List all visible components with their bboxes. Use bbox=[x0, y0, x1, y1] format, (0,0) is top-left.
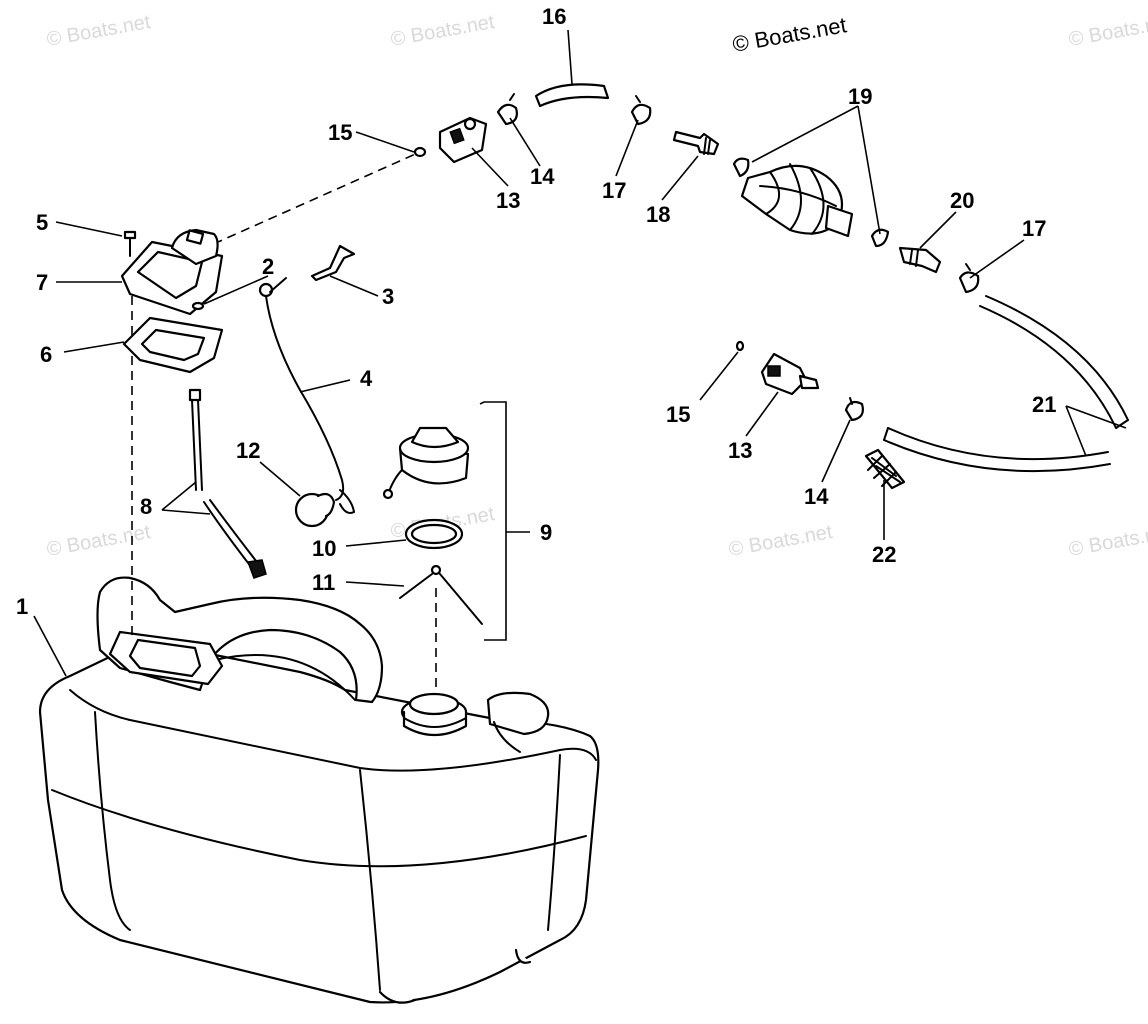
callout-7: 7 bbox=[36, 270, 48, 295]
watermark: © Boats.net bbox=[1067, 521, 1148, 561]
fuel-hose-part bbox=[883, 295, 1129, 473]
callout-14a: 14 bbox=[530, 164, 555, 189]
callout-22: 22 bbox=[872, 542, 896, 567]
callout-1: 1 bbox=[16, 594, 28, 619]
callout-labels: 1 2 3 4 5 6 7 8 9 10 11 12 13 13 14 14 1… bbox=[16, 4, 1056, 619]
callout-4: 4 bbox=[360, 366, 373, 391]
fuel-tank-part bbox=[38, 576, 600, 1004]
cap-gasket-part bbox=[404, 518, 464, 550]
callout-15b: 15 bbox=[666, 402, 690, 427]
clip-part bbox=[310, 244, 356, 282]
callout-9: 9 bbox=[540, 520, 552, 545]
callout-17a: 17 bbox=[602, 178, 626, 203]
callout-18: 18 bbox=[646, 202, 670, 227]
screw-part bbox=[123, 230, 137, 257]
assembly-lines bbox=[131, 151, 437, 690]
watermark: © Boats.net bbox=[389, 11, 496, 51]
fitting-part bbox=[898, 246, 942, 274]
callout-11: 11 bbox=[312, 570, 335, 595]
watermark: © Boats.net bbox=[727, 521, 834, 561]
cover-plate-part bbox=[120, 228, 224, 316]
float-part bbox=[294, 492, 336, 528]
connector-part bbox=[760, 352, 820, 396]
watermark: © Boats.net bbox=[1067, 11, 1148, 51]
hose-clamp-part bbox=[630, 95, 652, 126]
callout-13a: 13 bbox=[496, 188, 520, 213]
fitting-part bbox=[672, 130, 720, 156]
hose-clamp-part bbox=[958, 263, 980, 294]
callout-14b: 14 bbox=[804, 484, 829, 509]
oring-part bbox=[735, 340, 745, 352]
callout-21: 21 bbox=[1032, 392, 1056, 417]
copyright-text: © Boats.net bbox=[731, 12, 849, 57]
callout-2: 2 bbox=[262, 254, 274, 279]
hose-clamp-part bbox=[496, 93, 518, 126]
callout-5: 5 bbox=[36, 210, 48, 235]
callout-19: 19 bbox=[848, 84, 872, 109]
float-arm-part bbox=[258, 277, 356, 514]
callout-15a: 15 bbox=[328, 120, 352, 145]
callout-8: 8 bbox=[140, 494, 152, 519]
callout-20: 20 bbox=[950, 188, 974, 213]
primer-bulb-part bbox=[732, 157, 890, 248]
watermark: © Boats.net bbox=[45, 521, 152, 561]
callout-17b: 17 bbox=[1022, 216, 1046, 241]
short-hose-part bbox=[534, 83, 610, 108]
callout-12: 12 bbox=[236, 438, 260, 463]
callout-16: 16 bbox=[542, 4, 566, 29]
callout-3: 3 bbox=[382, 284, 394, 309]
small-oring-part bbox=[191, 301, 205, 311]
watermark: © Boats.net bbox=[45, 11, 152, 51]
pickup-tube-part bbox=[188, 388, 267, 579]
callout-6: 6 bbox=[40, 342, 52, 367]
retainer-part bbox=[399, 564, 483, 625]
oring-part bbox=[413, 146, 427, 158]
gasket-part bbox=[122, 316, 224, 374]
leader-lines bbox=[33, 29, 1127, 677]
callout-10: 10 bbox=[312, 536, 336, 561]
hose-clamp-part bbox=[844, 397, 864, 422]
callout-13b: 13 bbox=[728, 438, 752, 463]
fuel-cap-part bbox=[382, 426, 470, 500]
filter-sleeve-part bbox=[864, 448, 906, 490]
